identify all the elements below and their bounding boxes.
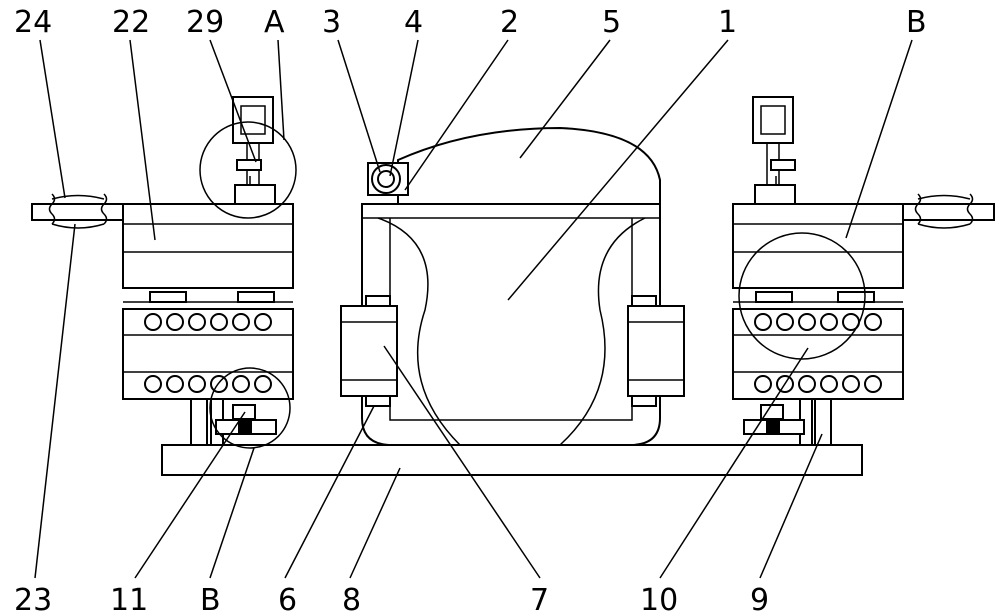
right-clamp-assembly xyxy=(732,96,995,446)
label-7: 7 xyxy=(530,583,549,616)
roller xyxy=(188,313,206,331)
right-side-box xyxy=(627,305,685,397)
hinge-pin xyxy=(377,170,395,188)
bottom-labels: 23 11 B 6 8 7 10 9 xyxy=(14,583,769,616)
callout-circle-a xyxy=(199,121,297,219)
roller xyxy=(210,313,228,331)
label-b-top: B xyxy=(906,5,927,40)
roller xyxy=(864,375,882,393)
right-display-frame xyxy=(752,96,794,144)
label-24: 24 xyxy=(14,5,52,40)
right-screw-nut xyxy=(770,159,796,171)
left-screw-nut xyxy=(236,159,262,171)
roller xyxy=(798,313,816,331)
right-pipe xyxy=(631,295,657,307)
label-9: 9 xyxy=(750,583,769,616)
roller xyxy=(820,313,838,331)
label-3: 3 xyxy=(322,5,341,40)
leader-lines xyxy=(34,39,913,579)
label-a: A xyxy=(264,5,285,40)
label-10: 10 xyxy=(640,583,678,616)
left-clamp-assembly xyxy=(31,96,294,446)
left-pad-2 xyxy=(237,291,275,303)
left-display-frame xyxy=(232,96,274,144)
roller xyxy=(166,313,184,331)
label-6: 6 xyxy=(278,583,297,616)
roller xyxy=(776,313,794,331)
top-labels: 24 22 29 A 3 4 2 5 1 B xyxy=(14,5,927,40)
right-upper-block xyxy=(732,203,904,289)
roller xyxy=(254,375,272,393)
left-leg-outer xyxy=(190,398,208,446)
callout-circle-b-right xyxy=(738,232,866,360)
label-22: 22 xyxy=(112,5,150,40)
roller xyxy=(232,313,250,331)
left-pad-1 xyxy=(149,291,187,303)
compressor-assembly xyxy=(340,126,685,446)
left-side-box xyxy=(340,305,398,397)
label-8: 8 xyxy=(342,583,361,616)
label-23: 23 xyxy=(14,583,52,616)
roller xyxy=(210,375,228,393)
left-post-base xyxy=(234,184,276,205)
roller xyxy=(798,375,816,393)
right-pipe-lower xyxy=(631,395,657,407)
roller xyxy=(754,313,772,331)
roller xyxy=(820,375,838,393)
left-clip-stem xyxy=(232,404,256,420)
label-29: 29 xyxy=(186,5,224,40)
roller xyxy=(232,375,250,393)
right-pad-2 xyxy=(837,291,875,303)
label-5: 5 xyxy=(602,5,621,40)
callout-circle-b-left xyxy=(209,367,291,449)
label-b-bottom: B xyxy=(200,583,221,616)
right-side-bar xyxy=(897,203,995,221)
label-4: 4 xyxy=(404,5,423,40)
base-plate xyxy=(161,444,863,476)
right-pad-1 xyxy=(755,291,793,303)
label-2: 2 xyxy=(500,5,519,40)
roller xyxy=(144,375,162,393)
roller xyxy=(254,313,272,331)
left-pipe xyxy=(365,295,391,307)
left-pipe-lower xyxy=(365,395,391,407)
roller xyxy=(842,375,860,393)
label-1: 1 xyxy=(718,5,737,40)
right-post-base xyxy=(754,184,796,205)
left-upper-block xyxy=(122,203,294,289)
roller xyxy=(754,375,772,393)
main-body xyxy=(361,203,661,446)
roller xyxy=(144,313,162,331)
label-11: 11 xyxy=(110,583,148,616)
left-side-bar xyxy=(31,203,127,221)
roller xyxy=(188,375,206,393)
roller xyxy=(166,375,184,393)
right-leg-outer xyxy=(814,398,832,446)
roller xyxy=(864,313,882,331)
roller-group xyxy=(144,313,882,393)
